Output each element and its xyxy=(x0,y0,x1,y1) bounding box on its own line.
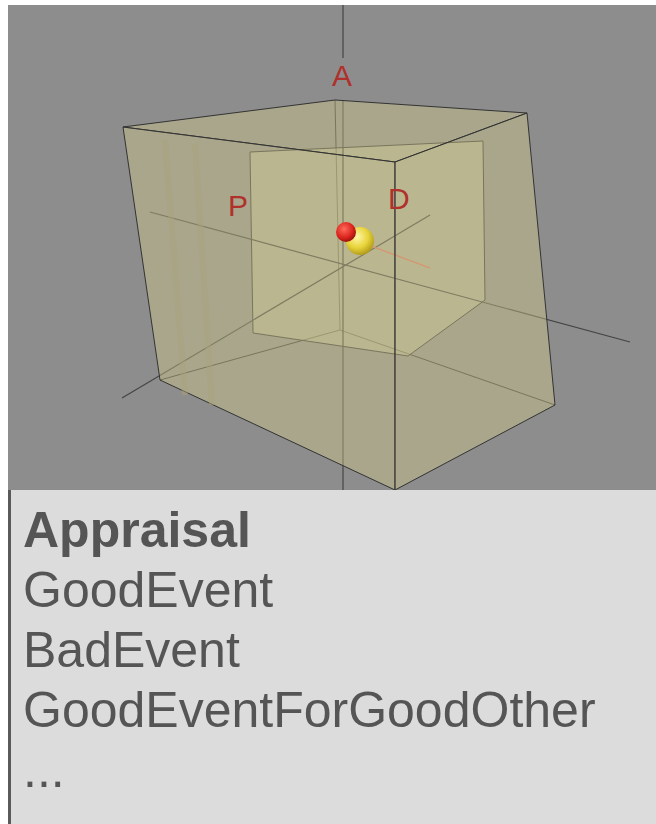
appraisal-item: GoodEventForGoodOther xyxy=(23,680,656,740)
appraisal-item: GoodEvent xyxy=(23,560,656,620)
panel-heading: Appraisal xyxy=(23,500,656,560)
current-sphere xyxy=(336,222,356,242)
appraisal-item: ... xyxy=(23,740,656,800)
face-shading xyxy=(165,140,212,405)
axis-label: P xyxy=(228,190,248,222)
appraisal-item: BadEvent xyxy=(23,620,656,680)
pad-axes xyxy=(122,5,630,490)
axis-label: D xyxy=(388,183,410,215)
appraisal-panel: AppraisalGoodEventBadEventGoodEventForGo… xyxy=(8,490,656,824)
axis-label: A xyxy=(332,60,352,92)
cube-faces xyxy=(123,100,555,490)
viewport-background xyxy=(8,5,656,490)
